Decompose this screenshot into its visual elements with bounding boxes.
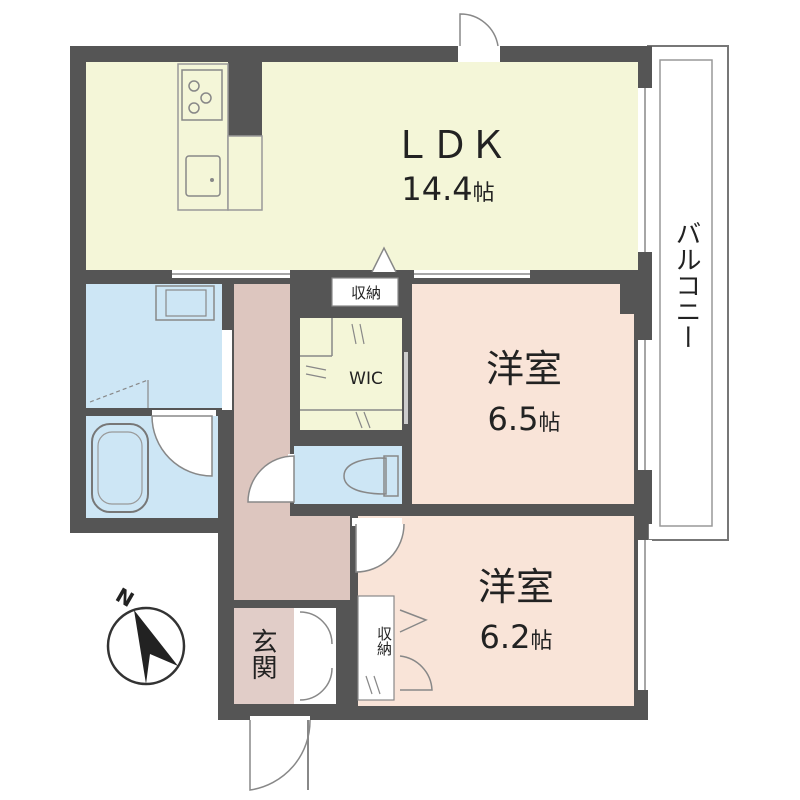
bath-door-gap: [152, 410, 216, 416]
door-swing: [151, 415, 213, 477]
washbasin-icon: [155, 285, 215, 321]
ldk-room: [86, 62, 638, 270]
hanger-rod-mark: [355, 411, 363, 429]
hanger-rod-mark: [351, 323, 357, 345]
kitchen-wall: [228, 62, 262, 136]
door-swing: [247, 455, 295, 503]
hanger-rod-mark: [305, 365, 327, 371]
drain-icon: [210, 178, 214, 182]
balcony-inner: [659, 59, 713, 527]
hanger-rod-mark: [365, 675, 373, 695]
entry-marker: [371, 246, 397, 273]
kitchen-side-counter: [227, 135, 263, 211]
room2-door-gap: [352, 518, 402, 526]
western-room-2-area: 6.2帖: [480, 618, 553, 656]
entrance-floor: [234, 608, 294, 704]
washbasin-inner-icon: [165, 289, 207, 317]
pillar: [620, 284, 638, 314]
door-swing: [399, 655, 433, 691]
hanger-rod-mark: [363, 411, 371, 429]
western-room-1: [412, 284, 634, 504]
western-room-1-area-value: 6.5: [488, 400, 539, 438]
front-door-swing: [249, 719, 311, 791]
western-room-2-area-value: 6.2: [480, 618, 531, 656]
wic-label: WIC: [349, 369, 383, 389]
balcony-area: [647, 45, 729, 541]
bathtub-icon: [91, 423, 149, 513]
burner-icon: [200, 92, 212, 104]
ldk-label: ＬＤＫ: [393, 123, 507, 167]
sink-icon: [185, 155, 221, 197]
balcony-label: バルコニー: [671, 220, 701, 350]
hallway-lower: [234, 516, 350, 600]
western-room-1-label: 洋室: [486, 347, 562, 391]
western-room-2-label: 洋室: [478, 565, 554, 609]
storage-1: [331, 277, 399, 307]
bathtub-inner-icon: [97, 431, 143, 505]
ldk-area-value: 14.4: [401, 170, 472, 208]
toilet-tank-icon: [383, 455, 399, 497]
hanger-rod-mark: [373, 675, 381, 695]
storage-2-label: 収納: [375, 626, 393, 657]
door-swing: [299, 611, 333, 645]
ldk-area: 14.4帖: [401, 170, 494, 208]
top-door-swing: [459, 13, 499, 47]
hanger-rod-mark: [359, 323, 365, 345]
laundry-mark: [89, 379, 149, 403]
door-swing: [355, 523, 405, 573]
compass-north-label: N: [112, 583, 139, 612]
western-room-1-area-unit: 帖: [538, 411, 560, 436]
compass-arrow-icon: [134, 610, 178, 684]
window: [222, 330, 232, 410]
walk-in-closet: [300, 318, 402, 430]
toilet-icon: [343, 457, 387, 495]
shoe-closet: [294, 608, 336, 704]
compass: N: [106, 583, 186, 686]
ldk-area-unit: 帖: [473, 181, 495, 206]
western-room-2-area-unit: 帖: [530, 629, 552, 654]
hanger-rod-mark: [305, 373, 327, 379]
stove-icon: [181, 69, 223, 121]
burner-icon: [188, 80, 200, 92]
door-swing: [399, 609, 428, 633]
washroom: [86, 284, 222, 408]
burner-icon: [188, 102, 200, 114]
entrance-label: 玄関: [247, 628, 277, 680]
door-swing: [299, 667, 333, 701]
western-room-1-area: 6.5帖: [488, 400, 561, 438]
storage-1-label: 収納: [351, 284, 381, 302]
